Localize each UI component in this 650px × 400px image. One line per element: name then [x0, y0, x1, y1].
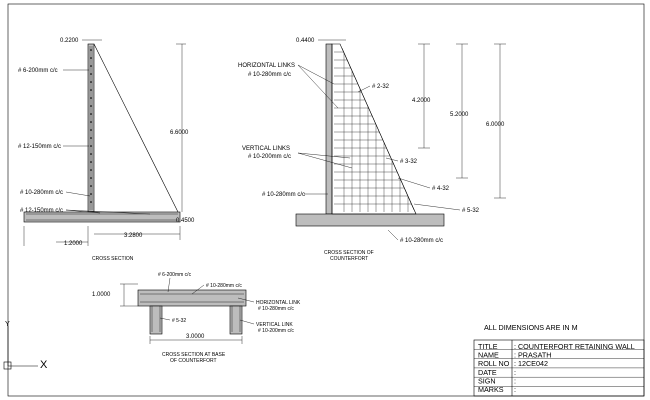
counterfort-stem — [325, 43, 333, 215]
base-caption-2: OF COUNTERFORT — [170, 358, 217, 364]
rebar-dot — [90, 201, 92, 203]
cf-vlinks-label: VERTICAL LINKS — [242, 146, 290, 152]
cf-dim-2: 5.2000 — [450, 112, 469, 118]
base-width-dim: 3.0000 — [186, 334, 205, 340]
rebar-dot — [90, 113, 92, 115]
title-block-key: TITLE — [478, 342, 498, 351]
rebar-dot — [90, 97, 92, 99]
rebar-dot — [90, 105, 92, 107]
title-block-key: SIGN — [478, 376, 496, 385]
left-toe-dim: 1.2000 — [64, 241, 83, 247]
left-stem-rebar — [90, 49, 92, 203]
title-block-value: : — [514, 368, 516, 377]
ucs-icon: Y X — [3, 319, 48, 371]
base-section: # 6-200mm c/c # 10-280mm c/c 1.0000 HORI… — [92, 272, 301, 364]
base-hlink-value: # 10-280mm c/c — [258, 306, 294, 312]
title-block-value: : — [514, 376, 516, 385]
ucs-x-label: X — [40, 359, 48, 371]
left-cross-section: 0.2200 # 6-200mm c/c # 12-150mm c/c # 10… — [18, 38, 195, 262]
rebar-dot — [90, 177, 92, 179]
title-block-value: : — [514, 385, 516, 394]
counterfort-section: 0.4400 HORIZONTAL LINKS # 10-280mm c/c V… — [238, 38, 506, 262]
base-main-bar: # 5-32 — [172, 318, 186, 324]
title-block-key: DATE — [478, 368, 497, 377]
rebar-dot — [90, 137, 92, 139]
cf-top-width: 0.4400 — [296, 38, 315, 44]
title-block-value: : PRASATH — [514, 351, 551, 360]
left-top-width: 0.2200 — [60, 38, 79, 44]
left-base-bar-label: # 12-150mm c/c — [20, 208, 63, 214]
base-top-bar: # 6-200mm c/c — [158, 272, 192, 278]
cf-vlinks-value: # 10-200mm c/c — [248, 154, 291, 160]
left-height-dim: 6.6000 — [170, 130, 189, 136]
title-block-value: : 12CE042 — [514, 359, 548, 368]
title-block-key: MARKS — [478, 385, 504, 394]
base-vlink-label: VERTICAL LINK — [256, 322, 293, 328]
rebar-dot — [90, 145, 92, 147]
rebar-dot — [90, 161, 92, 163]
left-stem-bar-label: # 6-200mm c/c — [18, 68, 58, 74]
title-block-key: NAME — [478, 351, 499, 360]
base-web-left — [149, 305, 163, 335]
base-slab — [137, 289, 247, 307]
cf-stem-bar: # 10-280mm c/c — [262, 192, 305, 198]
base-vlink-value: # 10-200mm c/c — [258, 328, 294, 334]
title-block-value: : COUNTERFORT RETAINING WALL — [514, 342, 635, 351]
rebar-dot — [90, 129, 92, 131]
rebar-dot — [90, 81, 92, 83]
cf-dim-1: 4.2000 — [412, 98, 431, 104]
left-base-thk-dim: 0.4500 — [176, 218, 195, 224]
cf-bar-5: # 5-32 — [462, 208, 480, 214]
cf-bar-3: # 3-32 — [400, 159, 418, 165]
cf-dim-3: 6.0000 — [486, 122, 505, 128]
base-caption-1: CROSS SECTION AT BASE — [162, 352, 226, 358]
rebar-dot — [90, 153, 92, 155]
rebar-dot — [90, 65, 92, 67]
rebar-dot — [90, 169, 92, 171]
cf-base-bar: # 10-280mm c/c — [400, 238, 443, 244]
ucs-y-label: Y — [5, 319, 10, 328]
counterfort-base — [295, 213, 445, 227]
cf-caption-1: CROSS SECTION OF — [324, 250, 374, 256]
base-hlink-label: HORIZONTAL LINK — [256, 300, 301, 306]
left-heel-dim: 3.2800 — [124, 233, 143, 239]
base-dist-bar: # 10-280mm c/c — [206, 283, 242, 289]
cf-caption-2: COUNTERFORT — [330, 256, 368, 262]
rebar-dot — [90, 193, 92, 195]
rebar-dot — [90, 121, 92, 123]
cf-hlinks-label: HORIZONTAL LINKS — [238, 63, 295, 69]
left-dist-bar-label: # 10-280mm c/c — [20, 190, 63, 196]
rebar-dot — [90, 73, 92, 75]
rebar-dot — [90, 49, 92, 51]
cf-bar-4: # 4-32 — [432, 186, 450, 192]
drawing-border — [7, 3, 645, 397]
left-main-bar-label: # 12-150mm c/c — [18, 144, 61, 150]
cf-hlinks-value: # 10-280mm c/c — [248, 72, 291, 78]
left-caption: CROSS SECTION — [92, 256, 134, 262]
dimensions-note: ALL DIMENSIONS ARE IN M — [484, 323, 578, 332]
title-block: TITLE : COUNTERFORT RETAINING WALL NAME : P… — [473, 339, 645, 397]
counterfort-link-grid — [334, 51, 412, 212]
left-base-slab — [23, 211, 181, 223]
cf-bar-2: # 2-32 — [372, 84, 390, 90]
rebar-dot — [90, 89, 92, 91]
base-depth-dim: 1.0000 — [92, 292, 111, 298]
title-block-key: ROLL NO — [478, 359, 510, 368]
rebar-dot — [90, 57, 92, 59]
left-stem — [87, 43, 95, 213]
rebar-dot — [90, 185, 92, 187]
base-web-right — [229, 305, 243, 335]
